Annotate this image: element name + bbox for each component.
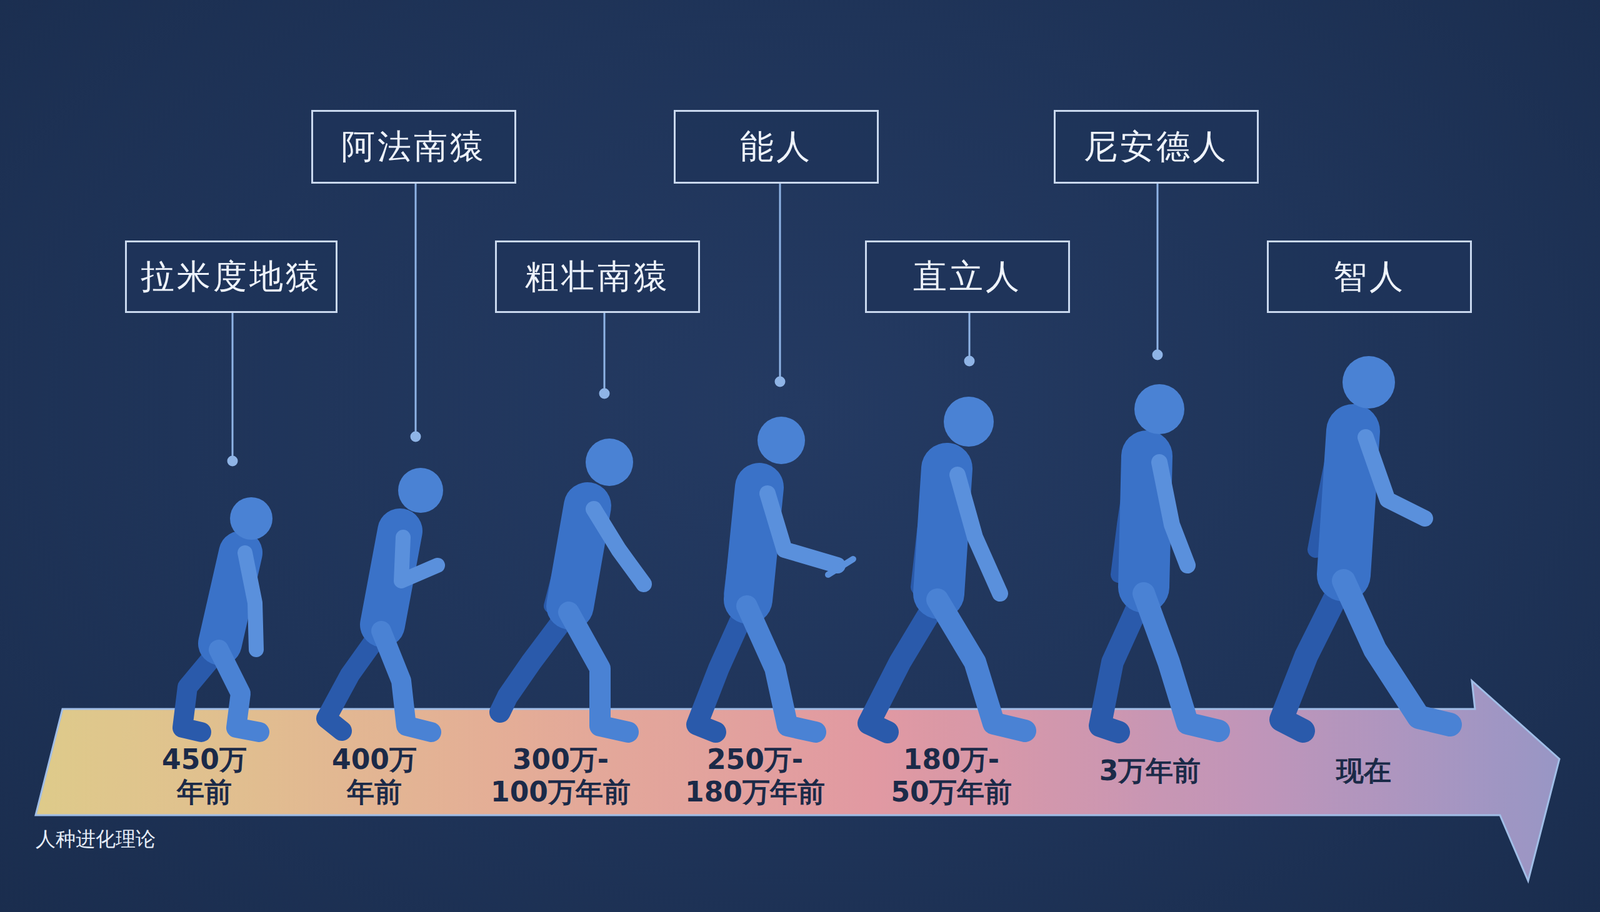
species-name: 阿法南猿 [341, 126, 487, 168]
footnote-label: 人种进化理论 [35, 826, 156, 854]
species-box: 智人 [1266, 240, 1472, 314]
species-name: 能人 [740, 126, 813, 168]
species-name: 智人 [1333, 256, 1406, 298]
species-name: 拉米度地猿 [140, 256, 322, 298]
species-box: 拉米度地猿 [125, 240, 338, 314]
hominid-figures [182, 356, 1450, 733]
species-box: 尼安德人 [1053, 110, 1259, 184]
species-name: 尼安德人 [1083, 126, 1229, 168]
species-box: 粗壮南猿 [495, 240, 700, 314]
species-name: 直立人 [913, 256, 1022, 298]
date-label: 180万- 50万年前 [860, 743, 1042, 809]
date-label: 400万 年前 [321, 743, 428, 809]
species-box: 直立人 [865, 240, 1070, 314]
date-label: 450万 年前 [151, 743, 258, 809]
timeline-arrow [35, 681, 1560, 882]
species-box: 能人 [673, 110, 879, 184]
date-label: 250万- 180万年前 [664, 743, 846, 809]
species-box: 阿法南猿 [311, 110, 517, 184]
species-name: 粗壮南猿 [525, 256, 670, 298]
leader-lines [228, 183, 1162, 466]
date-label: 3万年前 [1056, 755, 1244, 788]
date-label: 300万- 100万年前 [470, 743, 652, 809]
date-label: 现在 [1288, 755, 1439, 788]
